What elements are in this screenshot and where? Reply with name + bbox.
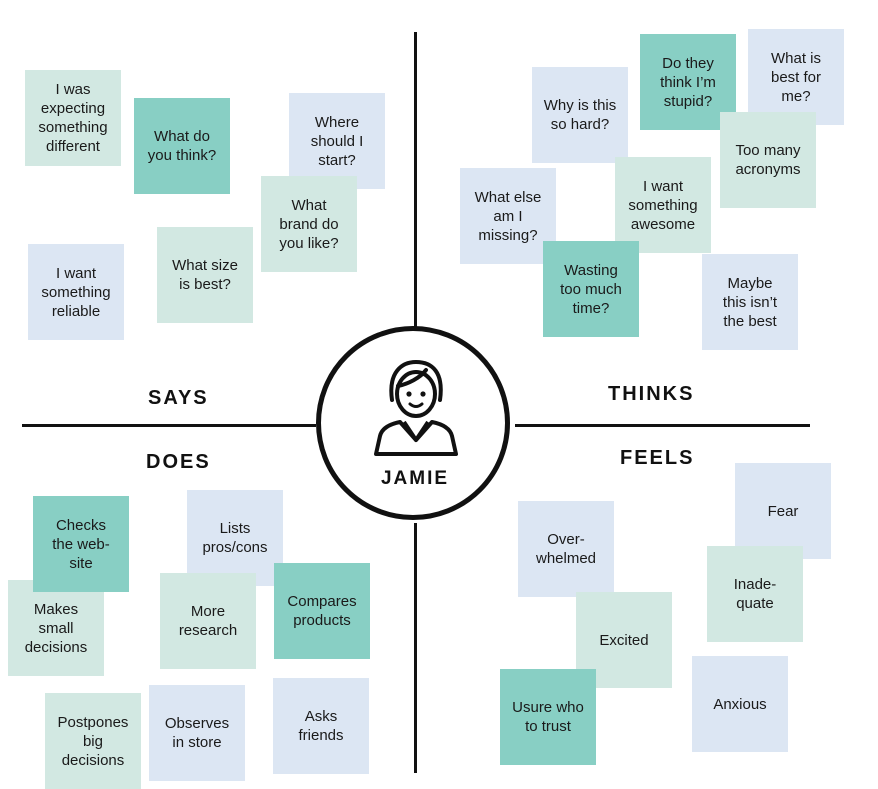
says-note: What do you think?: [134, 98, 230, 194]
does-note: Postpones big decisions: [45, 693, 141, 789]
feels-label: FEELS: [620, 447, 695, 469]
says-note: I want something reliable: [28, 244, 124, 340]
vertical-divider-bottom: [414, 523, 417, 773]
does-label: DOES: [146, 451, 211, 473]
thinks-label: THINKS: [608, 383, 695, 405]
feels-note: Over- whelmed: [518, 501, 614, 597]
thinks-note: Too many acronyms: [720, 112, 816, 208]
does-note: Makes small decisions: [8, 580, 104, 676]
does-note: Lists pros/cons: [187, 490, 283, 586]
thinks-note: Why is this so hard?: [532, 67, 628, 163]
does-note: Observes in store: [149, 685, 245, 781]
says-note: I was expecting something different: [25, 70, 121, 166]
horizontal-divider-right: [515, 424, 810, 427]
vertical-divider-top: [414, 32, 417, 329]
does-note: Checks the web- site: [33, 496, 129, 592]
does-note: Compares products: [274, 563, 370, 659]
says-note: Where should I start?: [289, 93, 385, 189]
says-label: SAYS: [148, 387, 209, 409]
persona-circle: [316, 326, 510, 520]
thinks-note: Do they think I’m stupid?: [640, 34, 736, 130]
persona-name: JAMIE: [380, 468, 450, 489]
does-note: Asks friends: [273, 678, 369, 774]
feels-note: Usure who to trust: [500, 669, 596, 765]
thinks-note: Wasting too much time?: [543, 241, 639, 337]
says-note: What size is best?: [157, 227, 253, 323]
thinks-note: Maybe this isn’t the best: [702, 254, 798, 350]
thinks-note: I want something awesome: [615, 157, 711, 253]
horizontal-divider-left: [22, 424, 316, 427]
says-note: What brand do you like?: [261, 176, 357, 272]
does-note: More research: [160, 573, 256, 669]
feels-note: Inade- quate: [707, 546, 803, 642]
thinks-note: What is best for me?: [748, 29, 844, 125]
feels-note: Fear: [735, 463, 831, 559]
feels-note: Anxious: [692, 656, 788, 752]
thinks-note: What else am I missing?: [460, 168, 556, 264]
person-icon: [374, 359, 458, 456]
